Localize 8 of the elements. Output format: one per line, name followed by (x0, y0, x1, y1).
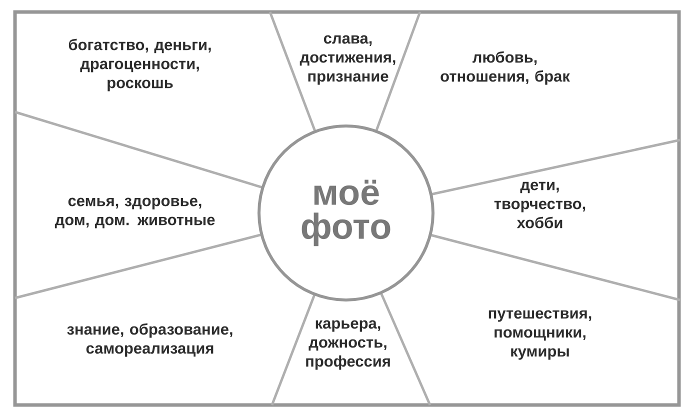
sector-text: семья, здоровье, дом, дом. животные (54, 198, 215, 228)
sector-text: карьера, дожность, профессия (306, 320, 390, 370)
sector-text: знание, образование, самореализация (67, 323, 232, 357)
sector-text: любовь, отношения, брак (440, 51, 570, 85)
sector-text: дети, творчество, хобби (494, 182, 586, 228)
sector-text: слава, достижения, признание (300, 35, 396, 85)
sector-text: богатство, деньги, драгоценности, роскошь (68, 38, 211, 92)
sector-text: путешествия, помощники, кумиры (488, 310, 592, 360)
